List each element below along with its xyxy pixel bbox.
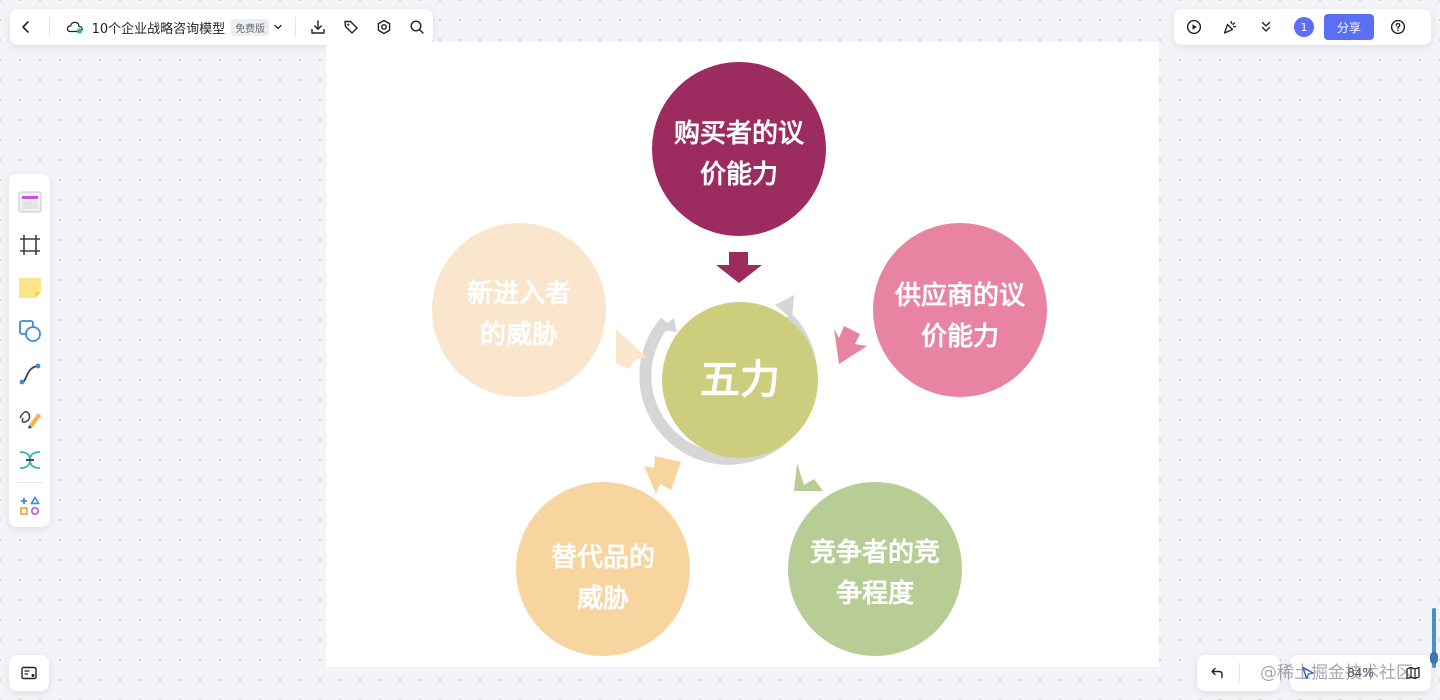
competitors-label: 竞争者的竞 争程度 (809, 538, 940, 609)
search-button[interactable] (400, 9, 433, 45)
new-entrants-label: 新进入者 的威胁 (466, 279, 571, 350)
play-circle-icon (1186, 19, 1202, 35)
template-tool[interactable] (9, 180, 50, 223)
template-icon (18, 191, 41, 212)
vertical-scrollbar[interactable] (1430, 608, 1438, 678)
top-right-toolbar: 1 分享 (1174, 9, 1431, 45)
top-left-toolbar: 10个企业战略咨询模型 免费版 (10, 9, 433, 45)
cursor-icon[interactable] (1300, 665, 1316, 681)
frame-tool[interactable] (9, 223, 50, 266)
center-circle (662, 302, 818, 458)
sticky-note-tool[interactable] (9, 266, 50, 309)
share-button[interactable]: 分享 (1324, 14, 1374, 40)
more-button[interactable] (1248, 9, 1284, 45)
download-button[interactable] (302, 9, 335, 45)
zoom-level[interactable]: 84% (1347, 666, 1374, 680)
back-button[interactable] (10, 9, 43, 45)
outline-button[interactable] (9, 655, 49, 691)
curve-connector-icon (19, 363, 40, 384)
arrow-substitutes (644, 456, 681, 494)
competitors-circle (788, 482, 962, 656)
more-tools[interactable] (9, 484, 50, 527)
cloud-sync-icon (66, 21, 83, 34)
scrollbar-track (1432, 608, 1436, 668)
download-icon (311, 20, 326, 34)
cycle-ring-tail (659, 318, 677, 332)
pen-tool[interactable] (9, 395, 50, 438)
connector-tool[interactable] (9, 352, 50, 395)
celebrate-button[interactable] (1212, 9, 1248, 45)
suppliers-circle (873, 223, 1047, 397)
tag-icon (344, 20, 358, 34)
arrow-competitors (794, 463, 823, 491)
chevron-left-icon (22, 21, 30, 33)
present-button[interactable] (1176, 9, 1212, 45)
help-icon (1390, 19, 1406, 35)
arrow-suppliers (834, 326, 867, 364)
new-entrants-circle (432, 223, 606, 397)
buyers-label: 购买者的议 价能力 (673, 119, 804, 190)
search-icon (410, 20, 424, 34)
help-button[interactable] (1380, 9, 1416, 45)
shape-tool[interactable] (9, 309, 50, 352)
settings-button[interactable] (368, 9, 401, 45)
mindmap-icon (19, 450, 40, 469)
history-controls (1197, 655, 1280, 691)
arrow-new-entrants (616, 329, 646, 369)
buyers-circle (652, 62, 826, 236)
five-forces-diagram (432, 62, 1047, 656)
substitutes-circle (516, 482, 690, 656)
divider (15, 482, 44, 483)
apps-icon (19, 495, 40, 515)
divider (1239, 663, 1240, 683)
shapes-icon (18, 319, 41, 342)
divider (48, 17, 50, 37)
whiteboard-canvas[interactable]: 五力 购买者的议 价能力 供应商的议 价能力 竞争者的竞 争程度 替代品的 威胁… (326, 42, 1159, 667)
divider (295, 17, 297, 37)
collaborator-count-avatar[interactable]: 1 (1294, 17, 1314, 37)
double-chevron-down-icon (1261, 21, 1271, 32)
doc-title: 10个企业战略咨询模型 (91, 21, 226, 37)
chevron-down-icon (274, 24, 282, 30)
scrollbar-thumb[interactable] (1430, 652, 1438, 664)
tool-palette (9, 174, 50, 527)
center-label: 五力 (700, 357, 780, 403)
map-view-icon (21, 666, 37, 680)
plan-badge: 免费版 (231, 18, 270, 36)
doc-title-menu[interactable]: 10个企业战略咨询模型 免费版 (56, 9, 290, 45)
gear-icon (377, 19, 391, 35)
party-popper-icon (1223, 20, 1237, 34)
tag-button[interactable] (335, 9, 368, 45)
zoom-controls: 84% (1290, 655, 1431, 691)
undo-icon[interactable] (1209, 665, 1225, 681)
mindmap-tool[interactable] (9, 438, 50, 481)
substitutes-label: 替代品的 威胁 (550, 543, 655, 614)
suppliers-label: 供应商的议 价能力 (894, 281, 1025, 352)
pen-icon (18, 410, 41, 428)
frame-icon (19, 234, 40, 255)
sticky-note-icon (18, 277, 41, 298)
cycle-ring-arrowhead (775, 295, 794, 319)
map-icon[interactable] (1405, 665, 1421, 681)
arrow-buyers (716, 252, 762, 283)
